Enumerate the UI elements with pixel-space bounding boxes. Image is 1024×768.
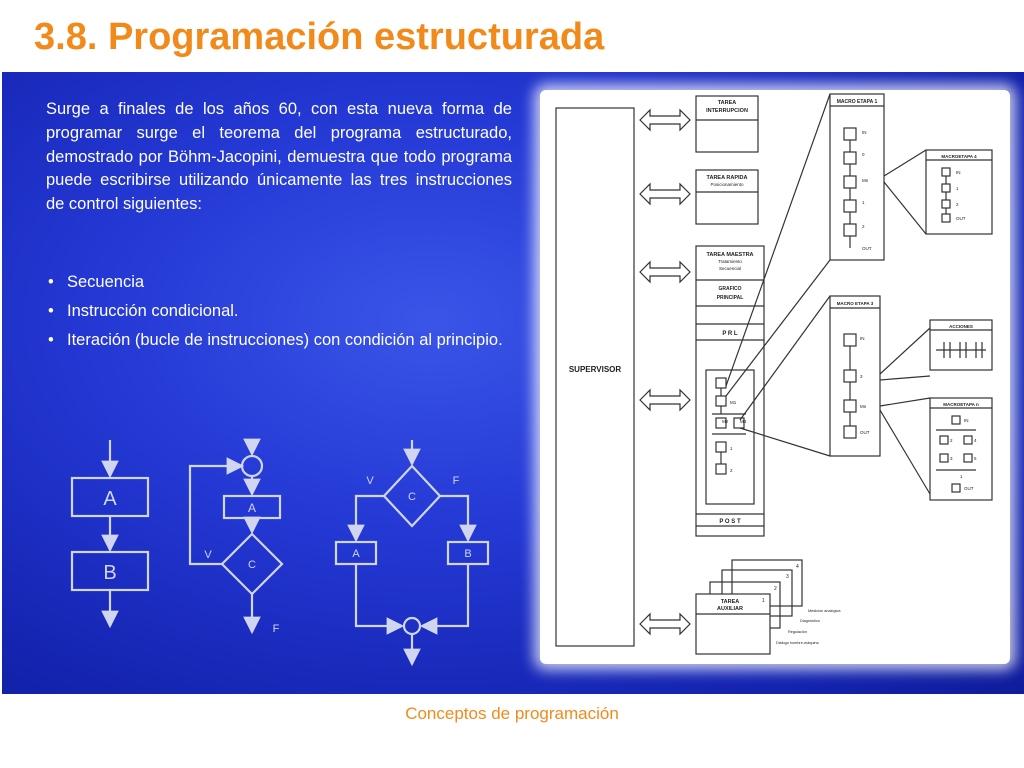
cond-true-label: V <box>366 475 374 487</box>
macro-1-label-mn: Mn <box>862 178 869 183</box>
macro-1-label-0: 0 <box>862 152 865 157</box>
loop-box-label: A <box>248 501 256 515</box>
seq-box-a-label: A <box>103 488 117 510</box>
grafico-principal-line2: PRINCIPAL <box>717 295 744 301</box>
macro-etapa-n-title: MACROETAPA n <box>943 402 979 407</box>
grafcet-label-2: 2 <box>730 468 733 473</box>
cond-box-a-label: A <box>352 548 360 560</box>
macro-4-label-in: IN <box>956 170 961 175</box>
macro-etapa-3-title: MACRO ETAPA 3 <box>837 301 874 306</box>
tarea-interrupcion-line1: TAREA <box>718 100 737 106</box>
loop-flowchart: A C V F <box>188 438 284 635</box>
macro-4-label-out: OUT <box>956 216 966 221</box>
macro-n-label-in: IN <box>964 418 969 423</box>
tarea-auxiliar-line2: AUXILIAR <box>717 606 743 612</box>
aux-item-1: Medición analógica <box>808 609 841 613</box>
macro-3-label-out: OUT <box>860 430 870 435</box>
aux-item-4: Diálogo hombre-máquina <box>776 641 820 645</box>
tarea-rapida-line2: Posicionamiento <box>710 182 744 187</box>
macro-n-label-out: OUT <box>964 486 974 491</box>
list-item: Instrucción condicional. <box>46 300 514 324</box>
macro-1-label-out: OUT <box>862 246 872 251</box>
macro-3-label-mn: Mn <box>860 404 867 409</box>
tarea-maestra-line2: Tratamiento <box>718 259 742 264</box>
acciones-title: ACCIONES <box>949 324 973 329</box>
grafcet-label-m3: M3 <box>740 419 747 424</box>
post-label: P O S T <box>719 519 741 525</box>
macro-1-label-2: 2 <box>862 224 865 229</box>
sequence-flowchart: A B <box>70 440 150 629</box>
aux-item-2: Diagnóstico <box>800 619 820 623</box>
aux-stack-number-3: 3 <box>786 574 789 580</box>
macro-n-label-1: 1 <box>960 474 963 479</box>
aux-stack-number-4: 4 <box>796 564 799 570</box>
macro-3-label-in: IN <box>860 336 865 341</box>
macro-n-label-4: 4 <box>974 438 977 443</box>
tarea-auxiliar-line1: TAREA <box>721 599 740 605</box>
task-architecture-figure: SUPERVISOR TAREA INTERRUPCION TAREA R <box>555 93 993 655</box>
supervisor-label: SUPERVISOR <box>569 365 622 374</box>
loop-true-label: V <box>204 549 212 561</box>
macro-1-label-in: IN <box>862 130 867 135</box>
macro-etapa-1-title: MACRO ETAPA 1 <box>837 99 878 105</box>
intro-paragraph: Surge a finales de los años 60, con esta… <box>46 100 512 214</box>
cond-box-b-label: B <box>464 548 471 560</box>
macro-n-label-5: 5 <box>974 456 977 461</box>
macro-etapa-4-title: MACROETAPA 4 <box>941 154 977 159</box>
cond-false-label: F <box>453 475 460 487</box>
loop-cond-label: C <box>248 559 256 571</box>
control-structures-list: Secuencia Instrucción condicional. Itera… <box>46 271 514 357</box>
aux-stack-number-1: 1 <box>762 598 765 604</box>
task-architecture-diagram: SUPERVISOR TAREA INTERRUPCION TAREA R <box>540 90 1010 664</box>
tarea-maestra-line3: Secuencial <box>719 266 741 271</box>
double-arrow-icon <box>639 108 691 636</box>
tarea-rapida-line1: TAREA RAPIDA <box>707 175 748 181</box>
aux-stack-number-2: 2 <box>774 586 777 592</box>
loop-false-label: F <box>273 623 280 635</box>
control-flowcharts: A B A C V F <box>70 438 490 667</box>
prl-label: P R L <box>722 331 738 337</box>
list-item: Iteración (bucle de instrucciones) con c… <box>46 329 514 353</box>
grafcet-label-1: 1 <box>730 446 733 451</box>
macro-1-label-1: 1 <box>862 200 865 205</box>
macro-4-label-1: 1 <box>956 186 959 191</box>
slide-title: 3.8. Programación estructurada <box>34 16 605 58</box>
seq-box-b-label: B <box>103 562 116 584</box>
macro-3-label-3: 3 <box>860 374 863 379</box>
macro-n-label-2: 2 <box>950 438 953 443</box>
slide-footer: Conceptos de programación <box>405 704 619 723</box>
grafico-principal-line1: GRAFICO <box>718 286 741 292</box>
grafcet-label-m1: M1 <box>730 400 737 405</box>
grafcet-label-m2: M2 <box>722 419 729 424</box>
list-item: Secuencia <box>46 271 514 295</box>
macro-n-label-3: 3 <box>950 456 953 461</box>
macro-4-label-2: 2 <box>956 202 959 207</box>
aux-item-3: Regulación <box>788 630 807 634</box>
tarea-maestra-line1: TAREA MAESTRA <box>706 252 753 258</box>
content-panel: Surge a finales de los años 60, con esta… <box>2 72 1024 694</box>
cond-label: C <box>408 491 416 503</box>
conditional-flowchart: V F C A B <box>334 440 490 667</box>
tarea-interrupcion-line2: INTERRUPCION <box>706 108 748 114</box>
